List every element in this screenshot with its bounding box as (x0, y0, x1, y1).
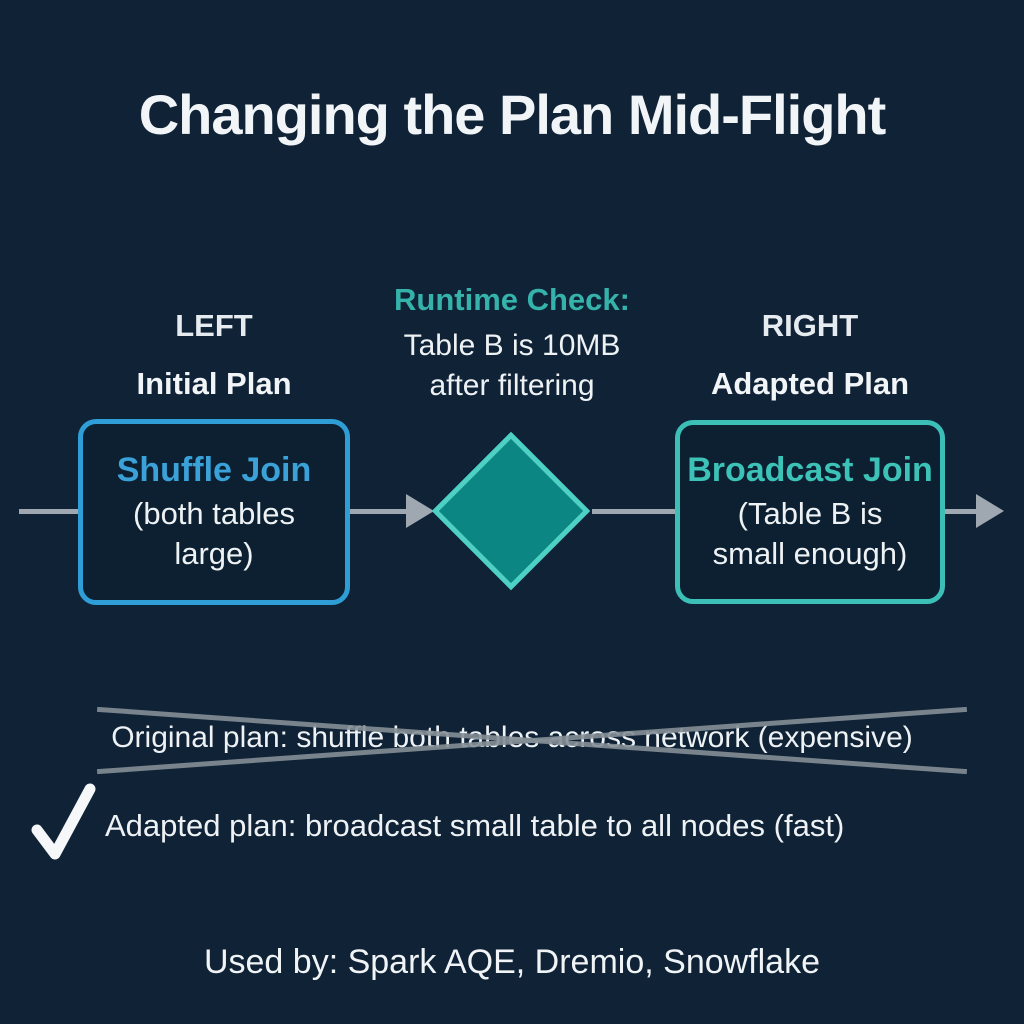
shuffle-join-node: Shuffle Join (both tables large) (78, 419, 350, 605)
checkmark-icon (30, 782, 98, 869)
broadcast-join-node: Broadcast Join (Table B is small enough) (675, 420, 945, 604)
decision-diamond-icon (431, 431, 591, 591)
broadcast-join-title: Broadcast Join (687, 450, 933, 489)
page-title: Changing the Plan Mid-Flight (138, 83, 887, 146)
flow-line-box-to-diamond (350, 509, 407, 514)
left-column-header: LEFT Initial Plan (78, 308, 350, 402)
runtime-check-header: Runtime Check: Table B is 10MB after fil… (377, 282, 647, 406)
used-by-text: Used by: Spark AQE, Dremio, Snowflake (203, 943, 821, 981)
left-position-label: LEFT (175, 308, 253, 343)
accepted-plan-text: Adapted plan: broadcast small table to a… (105, 808, 845, 843)
arrow-right-icon (406, 494, 434, 528)
runtime-check-detail: Table B is 10MB after filtering (403, 329, 621, 402)
flow-line-diamond-to-box (592, 509, 675, 514)
arrow-right-icon (976, 494, 1004, 528)
flow-line-exit (945, 509, 976, 514)
initial-plan-label: Initial Plan (136, 366, 292, 401)
adapted-plan-label: Adapted Plan (710, 366, 910, 401)
shuffle-join-detail: (both tables large) (133, 495, 295, 571)
right-column-header: RIGHT Adapted Plan (675, 308, 945, 402)
right-position-label: RIGHT (761, 308, 859, 343)
runtime-check-label: Runtime Check: (394, 282, 630, 317)
shuffle-join-title: Shuffle Join (116, 450, 312, 489)
broadcast-join-detail: (Table B is small enough) (712, 495, 908, 571)
flow-line-entry (19, 509, 78, 514)
